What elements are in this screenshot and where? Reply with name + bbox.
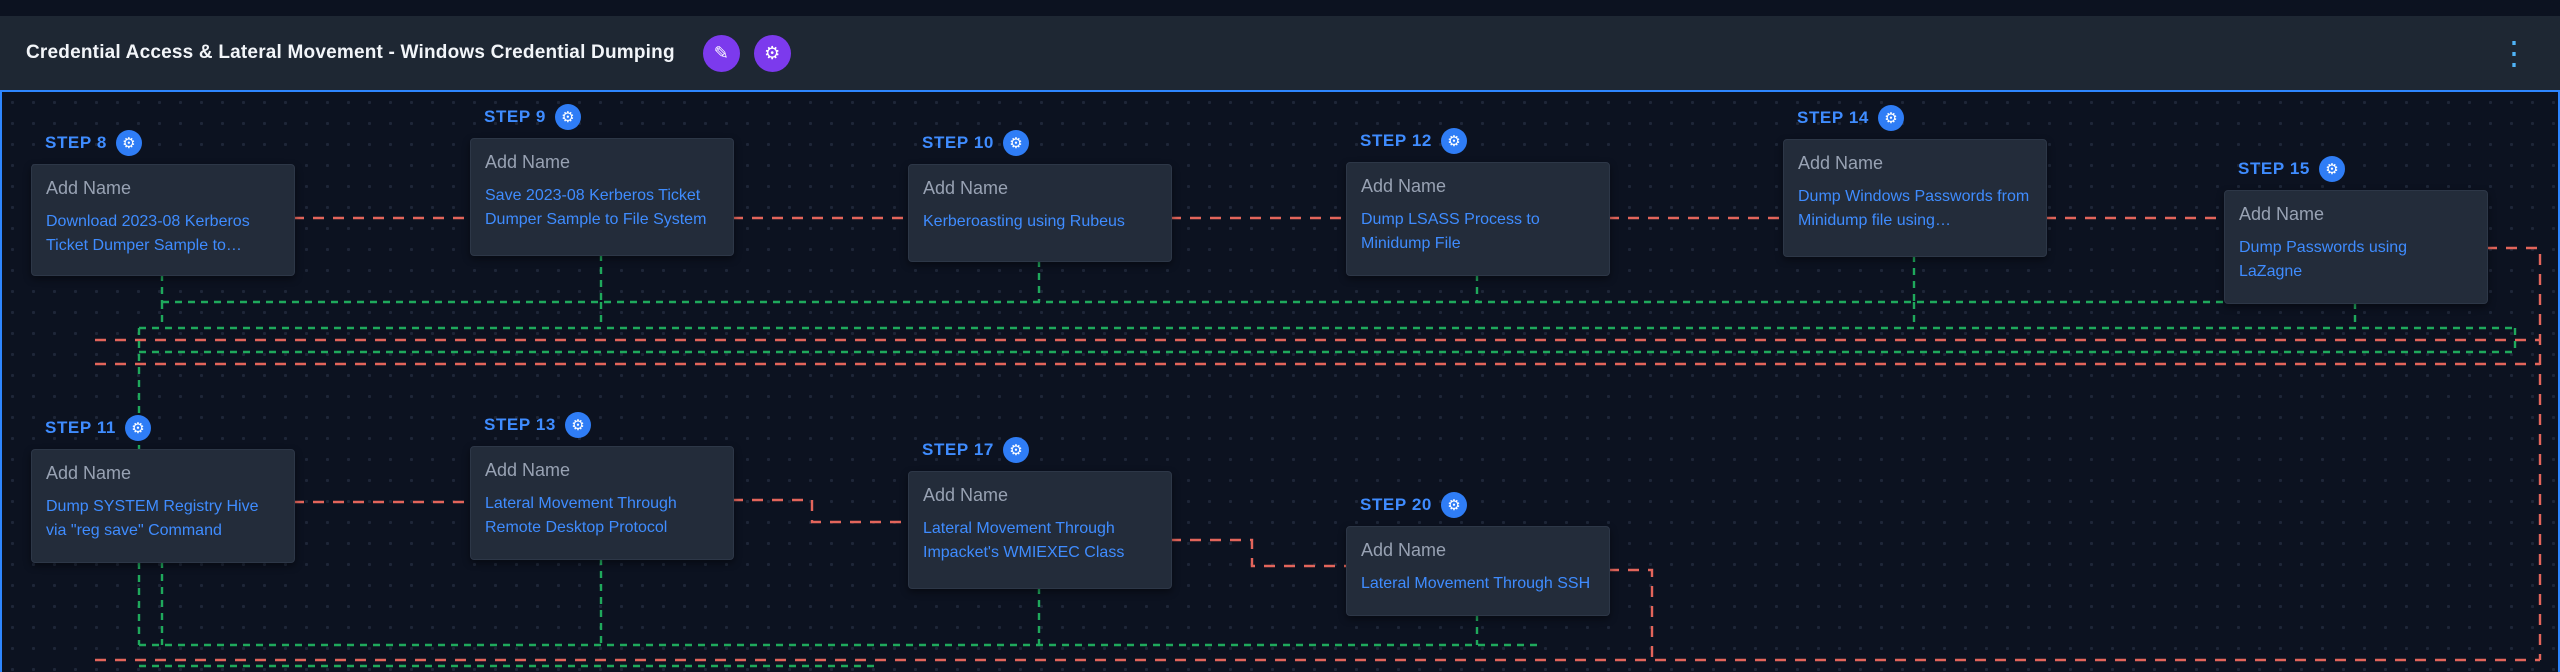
step-label: STEP 20: [1360, 495, 1432, 514]
step-card[interactable]: Add Name Dump Windows Passwords from Min…: [1783, 139, 2047, 257]
gear-glyph: ⚙: [571, 417, 585, 434]
step-label: STEP 9: [484, 107, 546, 126]
gear-glyph: ⚙: [1884, 110, 1898, 127]
step-test-link[interactable]: Dump Windows Passwords from Minidump fil…: [1798, 188, 2030, 229]
step-label: STEP 13: [484, 415, 556, 434]
step-settings-icon[interactable]: ⚙: [1002, 437, 1029, 463]
step-label: STEP 11: [45, 418, 116, 437]
step-test-link[interactable]: Save 2023-08 Kerberos Ticket Dumper Samp…: [485, 187, 707, 228]
step-label: STEP 17: [922, 440, 994, 459]
gear-glyph: ⚙: [2325, 161, 2339, 178]
step-node-12[interactable]: STEP 12 ⚙ Add Name Dump LSASS Process to…: [1346, 126, 1610, 276]
step-settings-icon[interactable]: ⚙: [115, 130, 142, 156]
step-settings-icon[interactable]: ⚙: [1440, 128, 1467, 154]
step-header: STEP 17 ⚙: [922, 435, 1172, 465]
kebab-menu-icon: ⋮: [2498, 35, 2530, 71]
step-card[interactable]: Add Name Kerberoasting using Rubeus: [908, 164, 1172, 262]
step-test-link[interactable]: Lateral Movement Through Impacket's WMIE…: [923, 520, 1125, 561]
gear-glyph: ⚙: [122, 135, 136, 152]
step-header: STEP 8 ⚙: [45, 128, 295, 158]
step-card[interactable]: Add Name Download 2023-08 Kerberos Ticke…: [31, 164, 295, 276]
step-header: STEP 10 ⚙: [922, 128, 1172, 158]
step-card[interactable]: Add Name Dump LSASS Process to Minidump …: [1346, 162, 1610, 276]
step-name-placeholder[interactable]: Add Name: [1798, 153, 1884, 173]
gear-glyph: ⚙: [1009, 442, 1023, 459]
step-settings-icon[interactable]: ⚙: [1440, 492, 1467, 518]
gear-glyph: ⚙: [1447, 497, 1461, 514]
gear-icon: ⚙: [764, 42, 781, 63]
workflow-canvas[interactable]: [0, 90, 2560, 672]
step-node-10[interactable]: STEP 10 ⚙ Add Name Kerberoasting using R…: [908, 128, 1172, 262]
step-header: STEP 15 ⚙: [2238, 154, 2488, 184]
step-settings-icon[interactable]: ⚙: [564, 412, 591, 438]
step-test-link[interactable]: Dump Passwords using LaZagne: [2239, 239, 2408, 280]
step-header: STEP 12 ⚙: [1360, 126, 1610, 156]
step-header: STEP 14 ⚙: [1797, 103, 2047, 133]
step-node-8[interactable]: STEP 8 ⚙ Add Name Download 2023-08 Kerbe…: [31, 128, 295, 276]
step-label: STEP 10: [922, 133, 994, 152]
gear-glyph: ⚙: [1447, 133, 1461, 150]
step-node-9[interactable]: STEP 9 ⚙ Add Name Save 2023-08 Kerberos …: [470, 102, 734, 256]
step-header: STEP 11 ⚙: [45, 413, 295, 443]
step-name-placeholder[interactable]: Add Name: [46, 178, 132, 198]
step-test-link[interactable]: Lateral Movement Through Remote Desktop …: [485, 495, 677, 536]
step-card[interactable]: Add Name Lateral Movement Through Remote…: [470, 446, 734, 560]
step-name-placeholder[interactable]: Add Name: [485, 460, 571, 480]
step-name-placeholder[interactable]: Add Name: [2239, 204, 2325, 224]
step-name-placeholder[interactable]: Add Name: [1361, 176, 1447, 196]
step-settings-icon[interactable]: ⚙: [1877, 105, 1904, 131]
step-name-placeholder[interactable]: Add Name: [1361, 540, 1447, 560]
step-node-15[interactable]: STEP 15 ⚙ Add Name Dump Passwords using …: [2224, 154, 2488, 304]
step-test-link[interactable]: Dump SYSTEM Registry Hive via "reg save"…: [46, 498, 259, 539]
step-settings-icon[interactable]: ⚙: [125, 415, 151, 441]
step-label: STEP 8: [45, 133, 107, 152]
step-header: STEP 13 ⚙: [484, 410, 734, 440]
step-settings-icon[interactable]: ⚙: [1002, 130, 1029, 156]
step-test-link[interactable]: Download 2023-08 Kerberos Ticket Dumper …: [46, 213, 250, 254]
gear-glyph: ⚙: [561, 109, 575, 126]
step-header: STEP 9 ⚙: [484, 102, 734, 132]
step-node-20[interactable]: STEP 20 ⚙ Add Name Lateral Movement Thro…: [1346, 490, 1610, 616]
step-card[interactable]: Add Name Save 2023-08 Kerberos Ticket Du…: [470, 138, 734, 256]
assessment-header: Credential Access & Lateral Movement - W…: [0, 16, 2560, 90]
step-test-link[interactable]: Lateral Movement Through SSH: [1361, 575, 1591, 592]
step-label: STEP 12: [1360, 131, 1432, 150]
step-header: STEP 20 ⚙: [1360, 490, 1610, 520]
step-node-13[interactable]: STEP 13 ⚙ Add Name Lateral Movement Thro…: [470, 410, 734, 560]
step-label: STEP 15: [2238, 159, 2310, 178]
step-test-link[interactable]: Kerberoasting using Rubeus: [923, 213, 1125, 230]
step-label: STEP 14: [1797, 108, 1869, 127]
gear-glyph: ⚙: [1009, 135, 1023, 152]
step-name-placeholder[interactable]: Add Name: [46, 463, 132, 483]
step-card[interactable]: Add Name Dump SYSTEM Registry Hive via "…: [31, 449, 295, 563]
step-settings-icon[interactable]: ⚙: [554, 104, 581, 130]
step-name-placeholder[interactable]: Add Name: [923, 178, 1009, 198]
gear-glyph: ⚙: [131, 420, 145, 437]
step-card[interactable]: Add Name Dump Passwords using LaZagne: [2224, 190, 2488, 304]
step-node-17[interactable]: STEP 17 ⚙ Add Name Lateral Movement Thro…: [908, 435, 1172, 589]
pencil-icon: ✎: [713, 42, 729, 63]
step-node-14[interactable]: STEP 14 ⚙ Add Name Dump Windows Password…: [1783, 103, 2047, 257]
step-card[interactable]: Add Name Lateral Movement Through SSH: [1346, 526, 1610, 616]
overflow-menu-button[interactable]: ⋮: [2494, 37, 2534, 69]
page-title: Credential Access & Lateral Movement - W…: [26, 42, 675, 63]
step-name-placeholder[interactable]: Add Name: [485, 152, 571, 172]
edit-button[interactable]: ✎: [702, 34, 740, 72]
step-settings-icon[interactable]: ⚙: [2318, 156, 2345, 182]
step-card[interactable]: Add Name Lateral Movement Through Impack…: [908, 471, 1172, 589]
step-name-placeholder[interactable]: Add Name: [923, 485, 1009, 505]
step-node-11[interactable]: STEP 11 ⚙ Add Name Dump SYSTEM Registry …: [31, 413, 295, 563]
settings-button[interactable]: ⚙: [753, 34, 791, 72]
step-test-link[interactable]: Dump LSASS Process to Minidump File: [1361, 211, 1540, 252]
